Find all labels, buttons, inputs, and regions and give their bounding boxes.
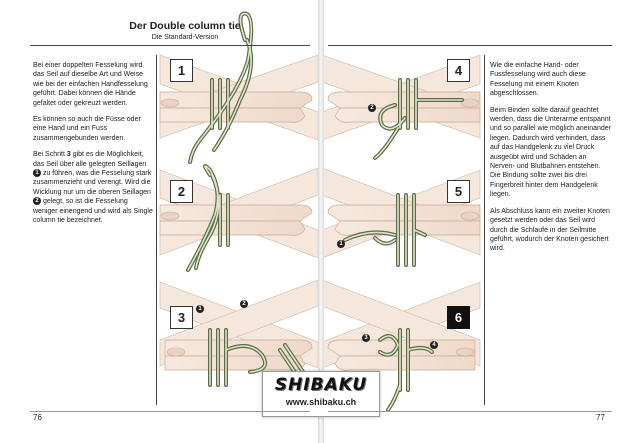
step-6-box: 6 (447, 306, 470, 329)
left-p3-part-d: zu führen, was die Fesselung stark zusam… (33, 170, 152, 196)
inline-callout-2: 2 (33, 197, 41, 206)
left-text-column: Bei einer doppelten Fesselung wird das S… (33, 61, 153, 233)
right-paragraph-1: Wie die einfache Hand- oder Fussfesselun… (490, 62, 586, 98)
hands-step-6 (327, 328, 476, 412)
callout-1-step-5: 1 (337, 240, 345, 248)
hands-step-5 (327, 193, 481, 267)
left-p3-part-c: gibt es die Möglichkeit, das Seil über a… (33, 151, 147, 168)
hands-step-4 (327, 78, 481, 160)
right-paragraph-3: Als Abschluss kann ein zweiter Knoten ge… (490, 207, 610, 253)
hands-step-1 (159, 11, 313, 164)
hands-step-3 (164, 328, 313, 387)
callout-2-step-4: 2 (368, 104, 376, 112)
page-number-right: 77 (596, 413, 605, 422)
header-rule-left (30, 45, 310, 46)
step-3-box: 3 (170, 306, 193, 329)
callout-3-step-6: 3 (362, 334, 370, 342)
step-1-box: 1 (170, 59, 193, 82)
left-paragraph-1: Bei einer doppelten Fesselung wird das S… (33, 62, 148, 107)
page-title: Der Double column tie (129, 20, 241, 32)
left-p3-part-a: Bei Schritt (33, 151, 67, 159)
logo-url: www.shibaku.ch (285, 397, 357, 407)
page-subtitle: Die Standard-Version (151, 34, 219, 41)
right-paragraph-2: Beim Binden sollte darauf geachtet werde… (490, 106, 612, 199)
callout-2-step-3: 2 (240, 300, 248, 308)
page-fold (318, 0, 324, 443)
divider-right (484, 55, 485, 405)
step-5-box: 5 (447, 180, 470, 203)
page-number-left: 76 (33, 413, 42, 422)
left-paragraph-2: Es können so auch die Füsse oder eine Ha… (33, 116, 141, 142)
callout-4-step-6: 4 (430, 341, 438, 349)
left-paragraph-3: Bei Schritt 3 gibt es die Möglichkeit, d… (33, 150, 153, 225)
footer-rule-right (328, 411, 612, 412)
step-4-box: 4 (447, 59, 470, 82)
hands-step-2 (159, 164, 313, 272)
footer-rule-left (30, 411, 310, 412)
logo-wordmark: SHIBAKU (274, 375, 368, 395)
right-text-column: Wie die einfache Hand- oder Fussfesselun… (490, 61, 612, 261)
left-p3-step-ref: 3 (66, 151, 71, 159)
shibaku-logo: SHIBAKU www.shibaku.ch (262, 371, 380, 417)
callout-1-step-3: 1 (196, 305, 204, 313)
step-2-box: 2 (170, 180, 193, 203)
left-p3-part-e: gelegt, so ist die Fesselung weniger ein… (33, 198, 153, 225)
header-rule-right (328, 45, 612, 46)
divider-left (156, 55, 157, 405)
inline-callout-1: 1 (33, 169, 41, 178)
